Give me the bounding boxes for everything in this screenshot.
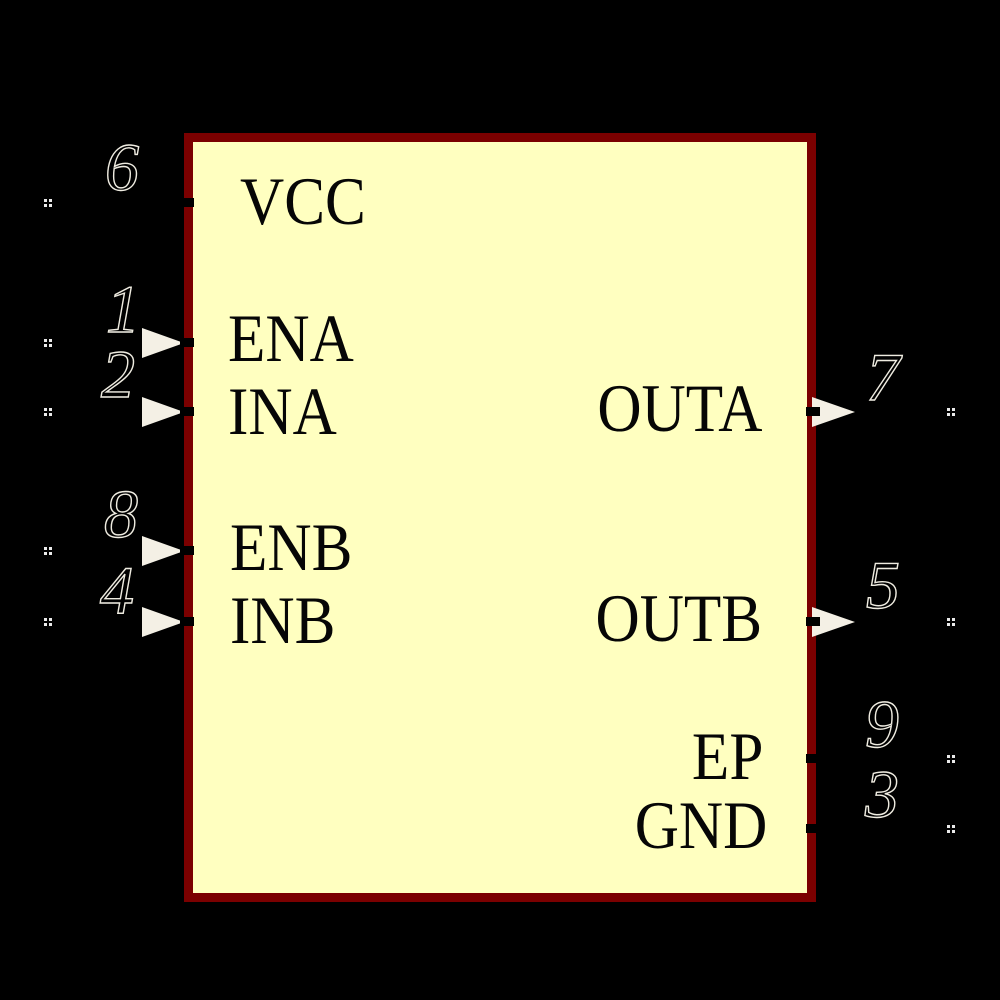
pin-label-inb[interactable]: INB xyxy=(230,582,336,658)
pin-label-ena[interactable]: ENA xyxy=(228,300,354,376)
wire-end-marker xyxy=(947,408,950,411)
svg-text:9: 9 xyxy=(865,686,899,762)
wire-end-marker xyxy=(44,339,47,342)
pin-number-ep: 9 xyxy=(864,685,899,762)
wire-end-marker xyxy=(44,547,47,550)
svg-text:4: 4 xyxy=(100,552,134,628)
pin-stub-vcc xyxy=(180,198,194,207)
pin-number-outb: 5 xyxy=(865,546,900,623)
pin-number-inb: 4 xyxy=(99,551,134,628)
pin-number-gnd: 3 xyxy=(863,755,899,832)
pin-number-ina: 2 xyxy=(100,335,135,412)
pin-number-vcc: 6 xyxy=(104,128,139,205)
svg-text:5: 5 xyxy=(866,547,900,623)
input-arrow-icon xyxy=(142,397,184,427)
pin-label-ep[interactable]: EP xyxy=(691,718,763,794)
pin-stub-inb xyxy=(180,617,194,626)
svg-text:3: 3 xyxy=(864,756,899,832)
svg-text:7: 7 xyxy=(866,339,903,415)
pin-label-vcc[interactable]: VCC xyxy=(240,163,366,239)
pin-stub-gnd xyxy=(806,824,820,833)
svg-text:1: 1 xyxy=(106,271,140,347)
pin-stub-ena xyxy=(180,338,194,347)
wire-end-marker xyxy=(947,618,950,621)
pin-number-outa: 7 xyxy=(865,338,903,415)
wire-end-marker xyxy=(947,825,950,828)
pin-label-gnd[interactable]: GND xyxy=(634,787,767,863)
wire-end-marker xyxy=(44,408,47,411)
svg-text:2: 2 xyxy=(101,336,135,412)
pin-number-ena: 1 xyxy=(105,270,140,347)
svg-text:8: 8 xyxy=(104,476,138,552)
pin-stub-outb xyxy=(806,617,820,626)
component-body[interactable] xyxy=(184,133,816,902)
pin-stub-outa xyxy=(806,407,820,416)
pin-label-outb[interactable]: OUTB xyxy=(595,580,762,656)
pin-number-enb: 8 xyxy=(103,475,138,552)
pin-label-outa[interactable]: OUTA xyxy=(596,370,762,446)
input-arrow-icon xyxy=(142,328,184,358)
wire-end-marker xyxy=(947,755,950,758)
input-arrow-icon xyxy=(142,536,184,566)
wire-end-marker xyxy=(44,618,47,621)
pin-label-enb[interactable]: ENB xyxy=(230,509,353,585)
input-arrow-icon xyxy=(142,607,184,637)
pin-stub-ina xyxy=(180,407,194,416)
svg-text:6: 6 xyxy=(105,129,139,205)
pin-label-ina[interactable]: INA xyxy=(228,373,337,449)
wire-end-marker xyxy=(44,199,47,202)
pin-stub-enb xyxy=(180,546,194,555)
pin-stub-ep xyxy=(806,754,820,763)
